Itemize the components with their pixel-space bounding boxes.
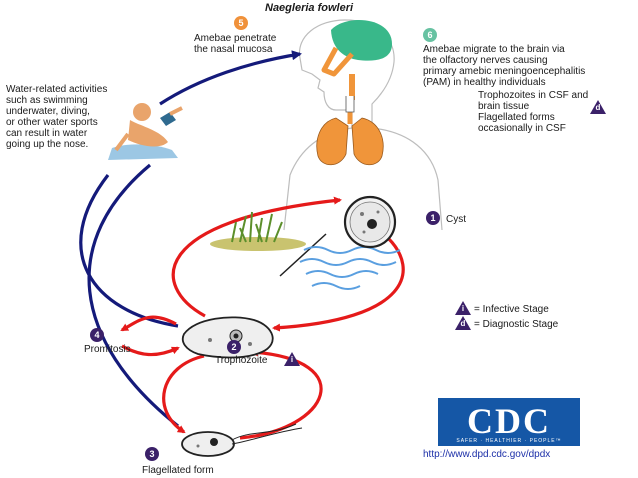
step-4-label: Promitosis: [84, 344, 131, 355]
infective-stage-marker: i: [284, 352, 300, 366]
cdc-logo: CDC SAFER · HEALTHIER · PEOPLE™: [438, 398, 580, 446]
head-outline: [299, 19, 395, 129]
cdc-logo-letters: CDC: [467, 401, 551, 441]
legend-diagnostic-icon: d: [455, 316, 471, 330]
water-splash: [108, 144, 178, 160]
water-activities-note: Water-related activities such as swimmin…: [6, 84, 108, 150]
triangle-icon: [284, 352, 300, 366]
legend-diagnostic-label: = Diagnostic Stage: [474, 319, 559, 330]
legend-infective-letter: i: [461, 304, 465, 313]
grass-illustration: [210, 211, 306, 251]
step-3-label: Flagellated form: [142, 465, 214, 476]
diagnostic-marker-letter: d: [595, 103, 601, 112]
blue-arrow-to-trophozoite: [79, 174, 179, 328]
lung-right: [351, 117, 384, 166]
swimmer-trunks: [160, 112, 176, 126]
triangle-icon: [590, 100, 606, 114]
step-2-badge: 2: [227, 340, 241, 354]
legend-infective-label: = Infective Stage: [474, 304, 549, 315]
swimmer-head: [133, 103, 151, 121]
legend-diagnostic-letter: d: [460, 319, 466, 328]
brain-shape: [331, 19, 392, 61]
cdc-url-link[interactable]: http://www.dpd.cdc.gov/dpdx: [423, 449, 551, 460]
divider-line: [279, 233, 327, 277]
blue-arrow-to-nose: [159, 50, 302, 106]
step-6-badge: 6: [423, 28, 437, 42]
swimmer-body: [128, 120, 168, 147]
grass-base: [210, 237, 306, 251]
diagram-title: Naegleria fowleri: [265, 2, 354, 14]
lung-left: [316, 117, 349, 166]
red-arrow-troph-to-cyst: [171, 196, 342, 318]
diagnostic-stage-marker: d: [590, 100, 606, 114]
human-figure: [283, 19, 443, 231]
cdc-tagline: SAFER · HEALTHIER · PEOPLE™: [456, 438, 562, 444]
swimmer-illustration: [108, 103, 183, 160]
blue-arrow-to-flagellated: [87, 163, 179, 428]
swimmer-leg: [169, 106, 183, 116]
red-arrow-troph-to-promitosis: [120, 315, 177, 332]
red-arrow-flagellated-to-troph: [239, 348, 323, 440]
trophozoite-illustration: [181, 316, 274, 359]
cyst-illustration: [343, 195, 397, 249]
step-1-label: Cyst: [446, 214, 466, 225]
trachea-segment: [345, 96, 355, 113]
step-1-badge: 1: [426, 211, 440, 225]
red-arrow-promitosis-to-troph: [121, 344, 180, 357]
grass-blades: [231, 211, 283, 243]
olfactory-nerve: [321, 46, 354, 77]
triangle-icon: [455, 301, 471, 315]
shoulder-right-outline: [371, 127, 443, 231]
step-4-badge: 4: [90, 328, 104, 342]
step-5-label: Amebae penetrate the nasal mucosa: [194, 33, 277, 55]
triangle-icon: [455, 316, 471, 330]
step-5-badge: 5: [234, 16, 248, 30]
infective-marker-letter: i: [290, 355, 294, 364]
step-3-badge: 3: [145, 447, 159, 461]
legend-infective-icon: i: [455, 301, 471, 315]
flagellated-form-illustration: [181, 423, 303, 457]
red-arrow-cyst-to-troph: [272, 236, 405, 332]
swimmer-arm: [114, 132, 130, 152]
step-2-label: Trophozoite: [215, 355, 268, 366]
red-arrow-troph-to-flagellated: [162, 354, 205, 434]
step-6-label: Amebae migrate to the brain via the olfa…: [423, 44, 586, 88]
water-waves: [299, 246, 401, 290]
diagnostic-note: Trophozoites in CSF and brain tissue Fla…: [478, 90, 589, 134]
